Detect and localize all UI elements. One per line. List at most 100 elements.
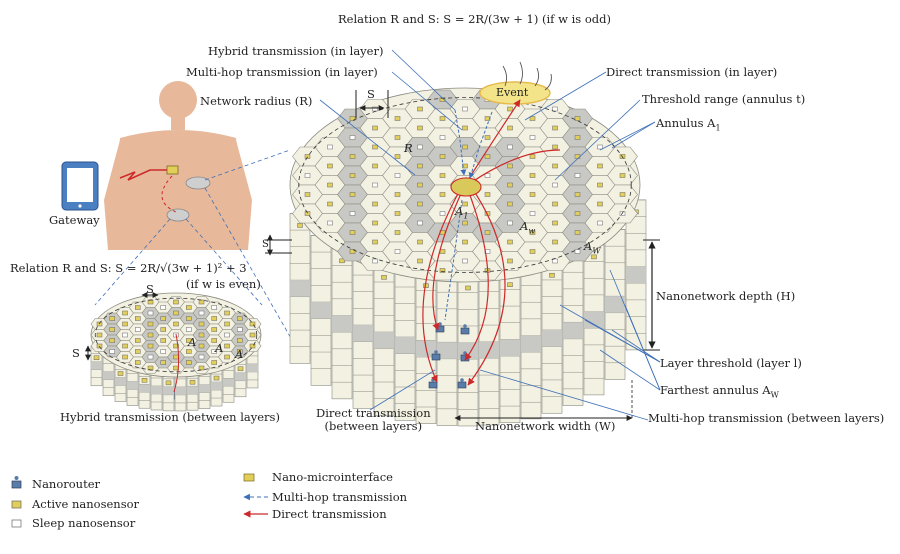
active-nanosensor bbox=[462, 239, 468, 245]
active-nanosensor bbox=[249, 321, 256, 327]
sleep-nanosensor bbox=[327, 144, 333, 150]
active-nanosensor bbox=[507, 163, 513, 169]
active-nanosensor bbox=[349, 249, 356, 254]
sleep-nanosensor bbox=[394, 249, 401, 254]
threshold-layer bbox=[211, 382, 222, 391]
active-nanosensor bbox=[394, 192, 401, 197]
active-nanosensor bbox=[135, 305, 141, 310]
active-nanosensor bbox=[372, 201, 378, 207]
threshold-layer bbox=[151, 385, 162, 394]
active-nanosensor bbox=[417, 239, 423, 245]
active-nanosensor bbox=[237, 349, 243, 354]
threshold-layer bbox=[563, 322, 583, 339]
active-nanosensor bbox=[211, 360, 217, 365]
sleep-nanosensor bbox=[484, 173, 491, 178]
active-nanosensor bbox=[122, 354, 128, 360]
active-nanosensor bbox=[237, 338, 243, 343]
sleep-nanosensor bbox=[198, 310, 205, 316]
multihop-between-label: Multi-hop transmission (between layers) bbox=[648, 411, 885, 425]
annulus-a1-label: Annulus A1 bbox=[656, 116, 721, 133]
small-aw1-label: A bbox=[215, 341, 224, 355]
active-nanosensor bbox=[349, 173, 356, 178]
aw-label-2: AW bbox=[584, 239, 601, 256]
active-nanosensor bbox=[462, 220, 468, 226]
sleep-nanosensor bbox=[552, 182, 558, 188]
threshold-annulus-center bbox=[450, 177, 482, 197]
active-nanosensor bbox=[349, 116, 356, 121]
sleep-nanosensor bbox=[462, 106, 468, 112]
active-nanosensor bbox=[552, 144, 558, 150]
active-nanosensor bbox=[249, 332, 256, 338]
active-nanosensor bbox=[173, 299, 179, 305]
active-nanosensor bbox=[507, 258, 513, 264]
active-nanosensor bbox=[109, 327, 115, 332]
sleep-nanosensor bbox=[160, 305, 166, 310]
active-nanosensor bbox=[173, 310, 179, 316]
active-nanosensor bbox=[394, 135, 401, 140]
active-nanosensor bbox=[439, 173, 446, 178]
sleep-nanosensor bbox=[224, 332, 230, 338]
side-nanosensor bbox=[549, 273, 555, 278]
active-nanosensor bbox=[211, 338, 217, 343]
threshold-layer bbox=[91, 361, 102, 370]
active-nanosensor bbox=[135, 316, 141, 321]
sleep-nanosensor bbox=[574, 249, 581, 254]
active-nanosensor bbox=[173, 321, 179, 327]
active-nanosensor bbox=[372, 220, 378, 226]
active-nanosensor bbox=[507, 106, 513, 112]
active-nanosensor bbox=[147, 332, 154, 338]
active-nanosensor bbox=[372, 239, 378, 245]
sleep-nanosensor bbox=[211, 349, 217, 354]
side-nanosensor bbox=[297, 223, 303, 228]
legend-multihop: Multi-hop transmission bbox=[272, 490, 408, 504]
active-nanosensor bbox=[198, 332, 205, 338]
threshold-layer bbox=[332, 315, 352, 333]
active-nanosensor bbox=[552, 239, 558, 245]
threshold-layer bbox=[437, 342, 457, 359]
sleep-nanosensor bbox=[304, 173, 311, 178]
sleep-nanosensor bbox=[237, 327, 243, 332]
small-a1-label: A bbox=[188, 335, 197, 349]
active-nanosensor bbox=[529, 173, 536, 178]
active-nanosensor bbox=[439, 154, 446, 159]
active-nanosensor bbox=[552, 125, 558, 131]
network-boundary bbox=[94, 297, 258, 373]
active-nanosensor bbox=[224, 343, 230, 349]
network-radius-label: Network radius (R) bbox=[200, 94, 313, 108]
active-nanosensor bbox=[574, 230, 581, 235]
sleep-nanosensor bbox=[160, 349, 166, 354]
active-nanosensor bbox=[96, 343, 103, 349]
sleep-nanosensor bbox=[109, 349, 115, 354]
sleep-nanosensor bbox=[507, 220, 513, 226]
active-nanosensor bbox=[327, 201, 333, 207]
active-nanosensor bbox=[198, 343, 205, 349]
legend-active-icon bbox=[11, 500, 22, 509]
active-nanosensor bbox=[394, 230, 401, 235]
active-nanosensor bbox=[417, 163, 423, 169]
side-nanosensor bbox=[237, 366, 244, 372]
active-nanosensor bbox=[462, 144, 468, 150]
threshold-layer bbox=[199, 384, 210, 393]
sleep-nanosensor bbox=[198, 354, 205, 360]
active-nanosensor bbox=[574, 211, 581, 216]
sleep-nanosensor bbox=[529, 135, 536, 140]
threshold-layer bbox=[626, 266, 646, 284]
threshold-layer bbox=[353, 325, 373, 342]
threshold-layer bbox=[187, 386, 198, 395]
a1-center-label: A1 bbox=[455, 204, 469, 221]
active-nanosensor bbox=[304, 154, 311, 159]
active-nanosensor bbox=[552, 163, 558, 169]
relation-even-label: Relation R and S: S = 2R/√(3w + 1)² + 3 bbox=[10, 261, 247, 275]
active-nanosensor bbox=[224, 321, 230, 327]
multihop-transmission-paths bbox=[444, 109, 493, 321]
active-nanosensor bbox=[394, 211, 401, 216]
dimension-lines bbox=[85, 90, 660, 421]
side-nanosensor bbox=[117, 371, 124, 376]
sleep-nanosensor bbox=[552, 258, 558, 264]
active-nanosensor bbox=[211, 316, 217, 321]
threshold-layer bbox=[175, 386, 186, 395]
sleep-nanosensor bbox=[439, 211, 446, 216]
active-nanosensor bbox=[484, 192, 491, 197]
sleep-nanosensor bbox=[439, 135, 446, 140]
